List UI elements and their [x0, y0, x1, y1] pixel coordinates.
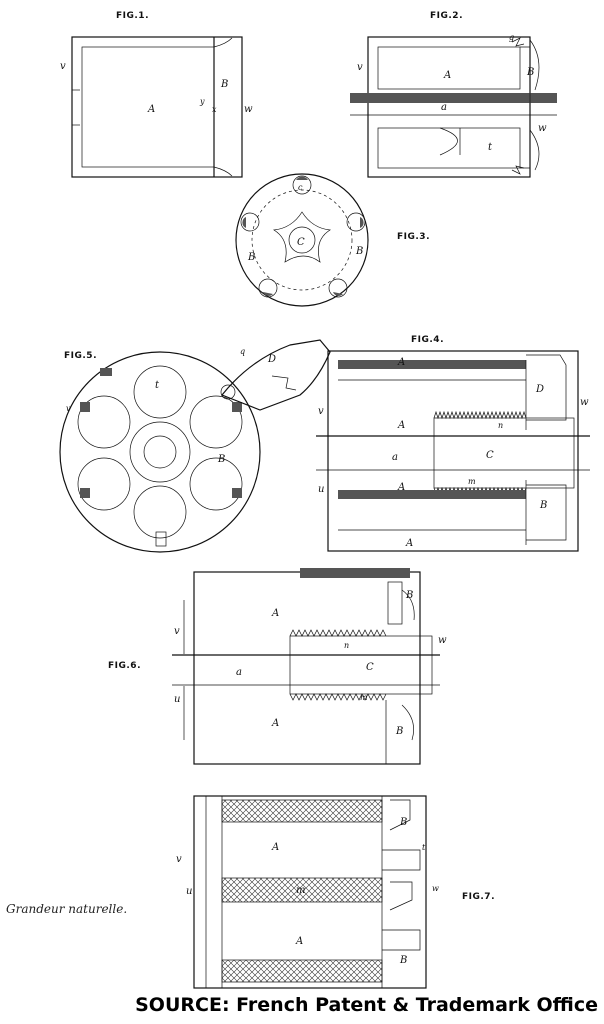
fig4-label-v: v [318, 406, 324, 417]
fig4-label-a: a [392, 452, 398, 463]
fig6-title: FIG.6. [108, 661, 141, 671]
fig7-label-u: u [186, 886, 192, 897]
fig7-title: FIG.7. [462, 892, 495, 902]
fig2-label-A: A [443, 70, 451, 81]
fig1-label-A: A [147, 104, 155, 115]
fig4-title: FIG.4. [411, 335, 444, 345]
fig4-label-C: C [486, 450, 494, 461]
fig4-label-A-bottom: A [405, 538, 413, 549]
fig3-title: FIG.3. [397, 232, 430, 242]
fig1-title: FIG.1. [116, 11, 149, 21]
fig2-label-v: v [357, 62, 363, 73]
figure-4: FIG.4. A A A A a C D B n m v u w [316, 335, 590, 552]
fig5-label-v: v [66, 404, 71, 413]
fig5-label-q: q [240, 347, 245, 356]
fig7-label-v: v [176, 854, 182, 865]
fig1-label-w: w [244, 104, 253, 115]
fig2-label-a: a [441, 102, 447, 113]
fig6-label-C: C [366, 662, 374, 673]
source-credit: SOURCE: French Patent & Trademark Office [135, 994, 598, 1016]
fig1-label-y: y [199, 97, 205, 106]
figure-2: FIG.2. A B a t v w g [350, 11, 557, 178]
fig1-label-B: B [220, 79, 228, 90]
fig5-label-t: t [155, 380, 160, 391]
fig7-label-w: w [432, 884, 439, 893]
fig3-label-B: B [247, 252, 255, 263]
fig7-label-t: t [422, 843, 426, 852]
fig6-label-B-top: B [405, 590, 413, 601]
fig5-label-B: B [217, 454, 225, 465]
fig2-label-t: t [488, 142, 493, 153]
fig7-label-A-top: A [271, 842, 279, 853]
figure-1: FIG.1. A B y x v w [60, 11, 253, 178]
fig4-label-w: w [580, 397, 589, 408]
fig6-label-w: w [438, 635, 447, 646]
fig1-label-v: v [60, 61, 66, 72]
fig3-label-C: C [297, 237, 305, 248]
fig3-label-c: c [298, 183, 303, 192]
fig5-label-D: D [267, 354, 276, 365]
fig4-label-A-lower: A [397, 482, 405, 493]
fig5-title: FIG.5. [64, 351, 97, 361]
figure-3: FIG.3. C B B c [235, 173, 430, 307]
fig6-label-B-bottom: B [395, 726, 403, 737]
fig4-label-A: A [397, 420, 405, 431]
fig2-label-w: w [538, 123, 547, 134]
fig6-label-v: v [174, 626, 180, 637]
fig2-label-d: g [509, 33, 514, 42]
fig4-label-D: D [535, 384, 544, 395]
fig7-label-B-top: B [399, 817, 407, 828]
fig4-label-n: n [498, 421, 503, 430]
fig7-label-A-bottom: A [295, 936, 303, 947]
fig2-label-B: B [526, 67, 534, 78]
fig1-label-x: x [212, 105, 217, 114]
fig6-label-a: a [236, 667, 242, 678]
figure-7: FIG.7. A m A B B v u w t [176, 795, 495, 989]
fig6-label-A-bottom: A [271, 718, 279, 729]
fig2-title: FIG.2. [430, 11, 463, 21]
fig7-label-B-bottom: B [399, 955, 407, 966]
fig6-label-A-top: A [271, 608, 279, 619]
figure-5: FIG.5. t B D q v [59, 339, 331, 553]
fig4-label-B: B [539, 500, 547, 511]
fig3-label-B-right: B [355, 246, 363, 257]
figure-6: FIG.6. A A a C B B n m v u w [108, 568, 447, 765]
fig6-label-n: n [344, 641, 349, 650]
fig4-label-m: m [468, 477, 476, 486]
fig7-label-m: m [296, 885, 305, 896]
fig4-label-A-top: A [397, 357, 405, 368]
fig6-label-m: m [360, 693, 368, 702]
scale-caption: Grandeur naturelle. [6, 902, 128, 916]
fig6-label-u: u [174, 694, 180, 705]
fig4-label-u: u [318, 484, 324, 495]
